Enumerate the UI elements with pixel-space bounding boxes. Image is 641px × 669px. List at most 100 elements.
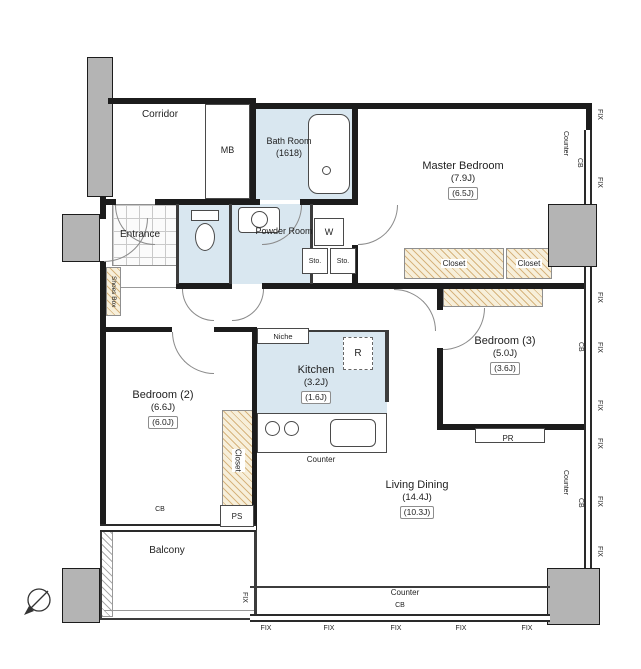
fix-label: FIX: [323, 625, 335, 632]
window-right: [584, 267, 592, 568]
kitchen-name: Kitchen: [297, 364, 335, 376]
bedroom2-net-size: (6.0J): [148, 415, 178, 430]
bedroom2-label: Bedroom (2) (6.6J) (6.0J): [103, 388, 223, 430]
cb-label: CB: [576, 158, 584, 168]
fix-label: FIX: [596, 438, 604, 449]
wall: [250, 98, 256, 205]
wall: [214, 327, 257, 332]
wall: [300, 199, 358, 205]
pillar-left: [62, 214, 100, 262]
bathtub-drain: [322, 166, 331, 175]
master-closet: Closet: [404, 248, 504, 279]
master-bedroom-label: Master Bedroom (7.9J) (6.5J): [390, 159, 536, 201]
master-net-size: (6.5J): [448, 186, 478, 201]
stove-burner: [284, 421, 299, 436]
wall: [100, 197, 106, 219]
window-right-top: [584, 130, 592, 204]
living-dining-label: Living Dining (14.4J) (10.3J): [347, 478, 487, 520]
fix-label: FIX: [596, 342, 604, 353]
wall: [108, 98, 256, 104]
wall: [586, 103, 592, 133]
bathroom-name: Bath Room: [266, 136, 312, 146]
cb-label: CB: [577, 342, 585, 352]
kitchen-net-size: (1.6J): [301, 390, 331, 405]
counter-label: Counter: [562, 131, 570, 156]
bathtub: [308, 114, 350, 194]
corridor-label: Corridor: [141, 109, 179, 120]
cb-label: CB: [155, 506, 165, 513]
wall: [437, 348, 443, 430]
master-size: (7.9J): [450, 173, 476, 185]
pillar-right-top: [548, 204, 597, 267]
living-door-arc: [394, 289, 436, 331]
toilet-door-arc: [182, 289, 214, 321]
wall: [437, 424, 592, 430]
partition: [310, 204, 313, 284]
partition: [257, 330, 387, 332]
living-name: Living Dining: [385, 479, 449, 491]
entrance-label: Entrance: [119, 229, 161, 240]
cb-label: CB: [577, 498, 585, 508]
toilet-bowl: [195, 223, 215, 251]
bedroom3-size: (5.0J): [492, 348, 518, 360]
counter-label: Counter: [390, 588, 420, 597]
pipe-shaft-box: PS: [220, 505, 254, 527]
closet-label: Closet: [515, 259, 543, 268]
entrance-step-line: [106, 287, 178, 288]
storage-box: Sto.: [330, 248, 356, 274]
balcony-label: Balcony: [149, 545, 185, 556]
fix-label: FIX: [596, 177, 604, 188]
fix-label: FIX: [596, 109, 604, 120]
wall: [176, 283, 232, 289]
fix-label: FIX: [596, 496, 604, 507]
wall: [100, 327, 172, 332]
balcony-edge: [100, 530, 102, 620]
fix-label: FIX: [241, 592, 249, 603]
washing-machine-box: W: [314, 218, 344, 246]
partition: [385, 330, 389, 402]
master-door-arc: [358, 205, 398, 245]
fix-label: FIX: [455, 625, 467, 632]
living-net-size: (10.3J): [399, 505, 435, 520]
bedroom2-size: (6.6J): [150, 402, 176, 414]
shoes-box-label: Shoes Box: [110, 275, 117, 308]
ps-label: PS: [231, 511, 243, 521]
refrigerator-label: R: [354, 348, 362, 359]
bathroom-label: Bath Room (1618): [239, 136, 339, 159]
partition: [229, 204, 232, 284]
fix-label: FIX: [596, 292, 604, 303]
closet-label: Closet: [440, 259, 468, 268]
sto-label: Sto.: [308, 257, 322, 265]
niche-box: Niche: [257, 328, 309, 344]
cb-label: CB: [395, 602, 405, 609]
fix-label: FIX: [521, 625, 533, 632]
powder-room-label: Powder Room: [255, 226, 313, 236]
master-name: Master Bedroom: [422, 160, 504, 172]
niche-label: Niche: [273, 331, 293, 341]
window-bedroom2: [100, 524, 256, 532]
fix-label: FIX: [390, 625, 402, 632]
pr-label: PR: [502, 434, 514, 443]
mb-label: MB: [220, 145, 235, 155]
partition: [176, 204, 179, 284]
balcony-partition: [254, 530, 257, 616]
closet-label: Closet: [231, 449, 245, 472]
kitchen-sink: [330, 419, 376, 447]
master-closet-2: Closet: [506, 248, 552, 279]
sto-label: Sto.: [336, 257, 350, 265]
refrigerator-space: R: [343, 337, 373, 370]
meter-box: [205, 104, 250, 199]
balcony-edge: [100, 618, 257, 620]
bedroom3-label: Bedroom (3) (5.0J) (3.6J): [445, 334, 565, 376]
kitchen-counter-label: Counter: [306, 455, 336, 464]
kitchen-label: Kitchen (3.2J) (1.6J): [266, 363, 366, 405]
balcony-divider: [101, 531, 113, 617]
pillar-bottom-left: [62, 568, 100, 623]
wall: [352, 103, 358, 205]
stove-burner: [265, 421, 280, 436]
compass-icon: [24, 588, 51, 615]
wall: [250, 103, 592, 109]
fix-label: FIX: [596, 400, 604, 411]
fix-label: FIX: [260, 625, 272, 632]
